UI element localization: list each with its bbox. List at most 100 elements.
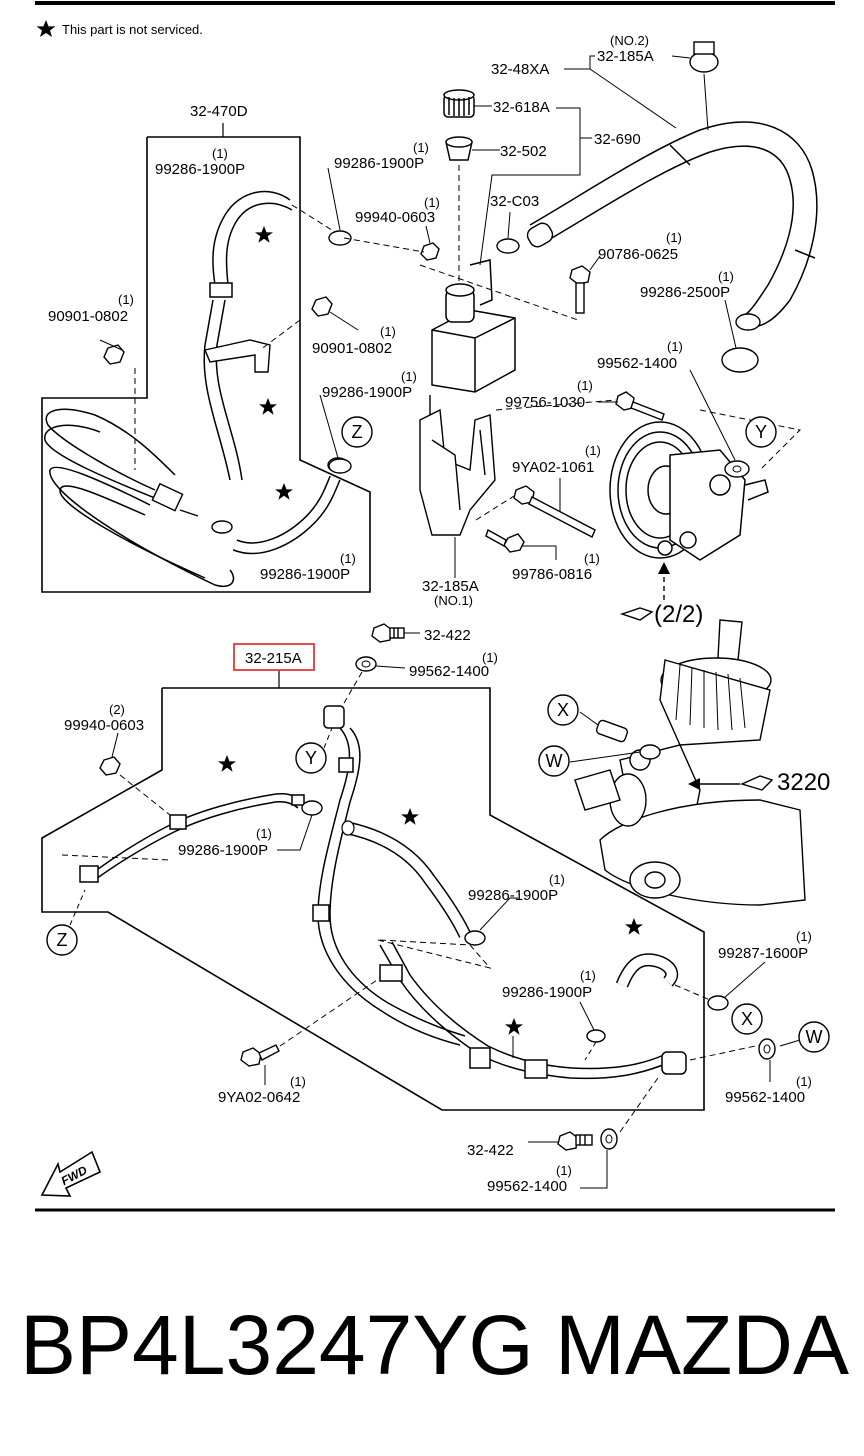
gear-fitting-x [595,719,629,743]
svg-text:32-502: 32-502 [500,143,547,160]
gear-ribs [675,664,746,731]
part-number: BP4L3247YG [20,1298,534,1392]
svg-text:X: X [741,1009,753,1029]
svg-text:(1): (1) [796,1074,812,1089]
svg-text:(1): (1) [556,1163,572,1178]
svg-text:(1): (1) [401,369,417,384]
svg-text:(NO.2): (NO.2) [610,33,649,48]
svg-text:Y: Y [755,422,767,442]
svg-text:(1): (1) [667,339,683,354]
svg-text:9YA02-0642: 9YA02-0642 [218,1089,300,1106]
ref-x-lower [731,1003,763,1035]
return-hose-upper [203,190,293,481]
svg-text:99286-1900P: 99286-1900P [468,887,558,904]
svg-text:99286-1900P: 99286-1900P [322,384,412,401]
metal-pipe-lower [379,941,687,1080]
svg-text:99286-1900P: 99286-1900P [155,161,245,178]
svg-text:(1): (1) [340,551,356,566]
ref-w-lower [798,1021,830,1053]
banjo-bolt-32-422-top [371,623,405,643]
svg-text:(1): (1) [666,230,682,245]
svg-text:90786-0625: 90786-0625 [598,246,678,263]
svg-text:99756-1030: 99756-1030 [505,394,585,411]
svg-text:32-185A: 32-185A [597,48,654,65]
svg-text:Z: Z [352,422,363,442]
reservoir-tank [431,259,516,393]
svg-text:(2/2): (2/2) [654,601,703,628]
assembly-box-32-215a [41,687,705,1111]
large-return-hose [529,121,818,327]
svg-text:(2): (2) [109,702,125,717]
clamp-99286-2500p [721,347,759,373]
ref-w-gear [538,745,570,777]
highlight-32-215a [233,643,315,671]
svg-text:(1): (1) [585,443,601,458]
clamp-lower-right [586,1029,606,1043]
svg-text:X: X [557,700,569,720]
svg-text:(1): (1) [118,292,134,307]
svg-text:(1): (1) [290,1074,306,1089]
power-steering-pump [609,421,769,561]
svg-text:(1): (1) [380,324,396,339]
hose-clamp [328,230,352,246]
svg-text:32-618A: 32-618A [493,99,550,116]
banjo-bolt-32-422-bottom [557,1131,593,1151]
svg-text:90901-0802: 90901-0802 [312,340,392,357]
fwd-arrow-icon: FWD [40,1150,102,1197]
svg-text:99562-1400: 99562-1400 [725,1089,805,1106]
svg-text:99286-1900P: 99286-1900P [178,842,268,859]
svg-text:(1): (1) [584,551,600,566]
clamp-lower-middle [464,930,486,946]
svg-text:Y: Y [305,748,317,768]
svg-text:90901-0802: 90901-0802 [48,308,128,325]
svg-text:3220: 3220 [777,769,830,796]
svg-text:99562-1400: 99562-1400 [487,1178,567,1195]
pointing-hand-icon [619,607,654,621]
label-32-215a-highlighted: 32-215A [245,650,302,667]
reservoir-bracket [419,408,496,536]
svg-text:32-422: 32-422 [467,1142,514,1159]
upper-labels: (NO.2) 32-48XA 32-185A 32-618A 32-690 32… [48,33,734,628]
svg-text:99286-1900P: 99286-1900P [334,155,424,172]
ref-y-lower [295,742,327,774]
svg-text:(1): (1) [212,146,228,161]
assembly-box-32-470d [41,136,371,593]
svg-text:W: W [546,751,563,771]
svg-text:99562-1400: 99562-1400 [597,355,677,372]
svg-text:(1): (1) [482,650,498,665]
svg-text:(1): (1) [256,826,272,841]
svg-text:99287-1600P: 99287-1600P [718,945,808,962]
footer: BP4L3247YG MAZDA [0,1290,864,1400]
brand-name: MAZDA [555,1298,849,1392]
svg-text:(1): (1) [424,195,440,210]
svg-text:(1): (1) [549,872,565,887]
ref-z-lower [46,924,78,956]
svg-text:32-470D: 32-470D [190,103,248,120]
ref-y-upper [745,416,777,448]
bolt-99786-0816 [485,528,525,553]
nut-99940-lower [99,756,121,776]
bolt-90786-0625 [569,265,591,314]
svg-text:(1): (1) [718,269,734,284]
svg-text:99286-1900P: 99286-1900P [260,566,350,583]
star-icon [36,20,56,37]
ref-x-gear [547,694,579,726]
svg-text:99786-0816: 99786-0816 [512,566,592,583]
svg-text:(1): (1) [577,378,593,393]
hose-loop [44,408,235,587]
svg-text:99940-0603: 99940-0603 [64,717,144,734]
clamp-99287-1600p [707,995,729,1011]
svg-text:(1): (1) [580,968,596,983]
pointing-hand-icon-3220 [739,775,774,791]
nut-90901-right [311,296,333,317]
svg-text:32-422: 32-422 [424,627,471,644]
svg-text:Z: Z [57,930,68,950]
svg-text:32-48XA: 32-48XA [491,61,549,78]
middle-rubber-hose [346,821,471,938]
hose-bracket [204,339,271,373]
svg-text:32-C03: 32-C03 [490,193,539,210]
svg-text:(1): (1) [796,929,812,944]
clamp-32-185a-no2 [689,41,719,73]
svg-text:(1): (1) [413,140,429,155]
